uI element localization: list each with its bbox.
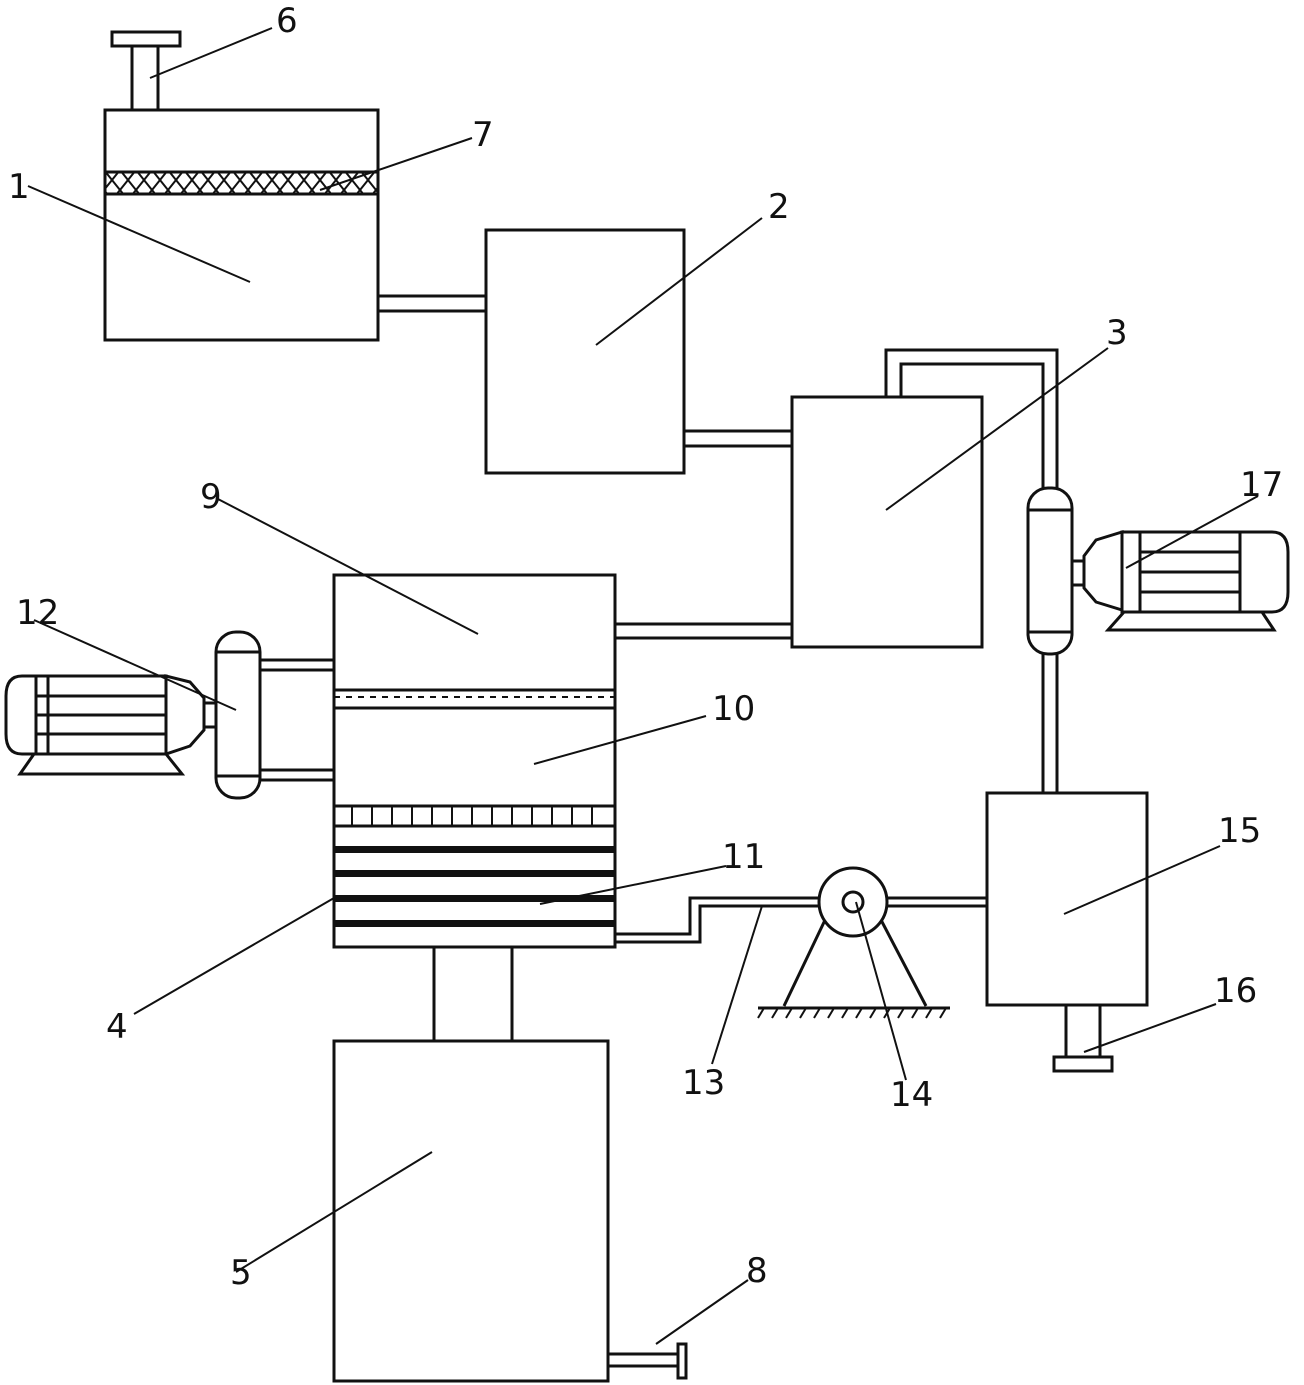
label-11: 11: [722, 837, 765, 877]
inlet-pipe-6: [110, 30, 182, 112]
unit-2: [484, 228, 686, 475]
outlet-valve-8: [608, 1342, 688, 1380]
pipe-1-2: [378, 294, 486, 313]
pipe-3-15: [884, 348, 1059, 793]
unit-15: [985, 791, 1149, 1007]
label-3: 3: [1106, 313, 1128, 353]
pump-14: [757, 866, 950, 1019]
filter-layer-7: [103, 170, 380, 196]
outlet-16: [1052, 1003, 1114, 1073]
blower-12: [214, 630, 334, 800]
label-8: 8: [746, 1251, 768, 1291]
label-5: 5: [230, 1253, 252, 1293]
label-16: 16: [1214, 971, 1257, 1011]
tank-5: [332, 1039, 610, 1383]
leader-lines: [27, 27, 1259, 1345]
pipe-2-3: [684, 429, 792, 448]
label-1: 1: [8, 167, 30, 207]
label-12: 12: [16, 593, 59, 633]
label-15: 15: [1218, 811, 1261, 851]
label-10: 10: [712, 689, 755, 729]
label-13: 13: [682, 1063, 725, 1103]
column-to-tank-5: [432, 947, 514, 1041]
label-7: 7: [472, 115, 494, 155]
pump-housing-17: [1026, 486, 1074, 656]
label-6: 6: [276, 1, 298, 41]
label-4: 4: [106, 1007, 128, 1047]
label-17: 17: [1240, 465, 1283, 505]
pipe-13: [615, 896, 820, 944]
label-2: 2: [768, 187, 790, 227]
label-9: 9: [200, 477, 222, 517]
motor-12: [4, 674, 218, 776]
pipe-3-column: [615, 622, 792, 640]
unit-3: [790, 395, 984, 649]
ground-hatching: [757, 1007, 947, 1019]
labels: 1 2 3 4 5 6 7 8 9 10 11 12 13 14 15 16 1…: [8, 1, 1283, 1293]
reactor-column: [332, 573, 617, 949]
label-14: 14: [890, 1075, 933, 1115]
pipe-14-15: [887, 896, 987, 908]
tank-1: [103, 108, 380, 342]
motor-17: [1070, 529, 1290, 632]
grid-plate: [351, 806, 593, 826]
